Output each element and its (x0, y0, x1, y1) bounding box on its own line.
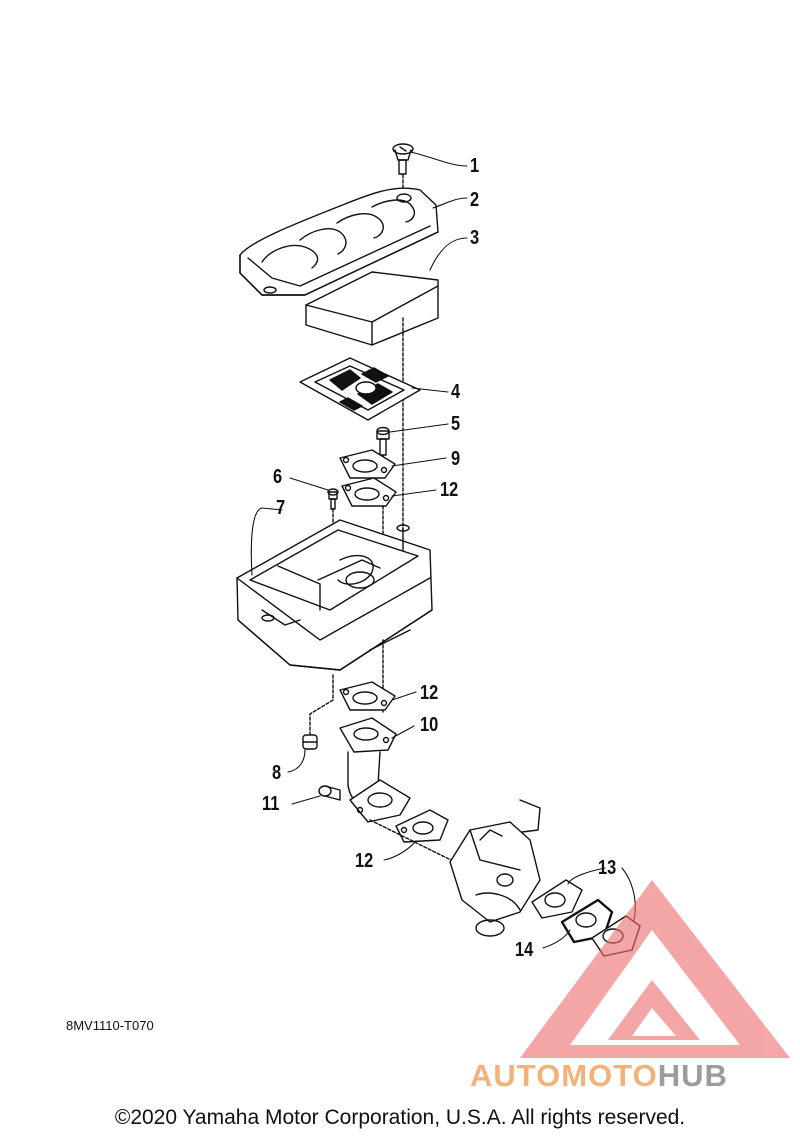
callout-2: 2 (470, 189, 480, 211)
part-4-screen (299, 357, 421, 421)
leader-lines (250, 151, 636, 949)
callout-9: 9 (451, 448, 461, 470)
callout-3: 3 (470, 227, 480, 249)
part-2-air-cleaner-cover (239, 187, 439, 296)
part-1-screw (392, 143, 414, 175)
watermark-text-part1: AUTOMOTO (470, 1058, 658, 1093)
copyright-notice: ©2020 Yamaha Motor Corporation, U.S.A. A… (114, 1106, 686, 1129)
part-11-plug (318, 785, 341, 801)
part-6-bolt (327, 488, 339, 510)
part-5-bolt (376, 426, 390, 456)
part-13-gasket (531, 879, 583, 919)
callout-8: 8 (272, 762, 282, 784)
callout-5: 5 (451, 413, 461, 435)
part-3-foam-element (305, 271, 439, 346)
callout-10: 10 (420, 714, 439, 736)
part-9-gasket (339, 449, 396, 479)
callout-13: 13 (598, 857, 617, 879)
part-12-gasket-middle (339, 681, 396, 711)
part-8-cap (302, 734, 318, 750)
callout-14: 14 (515, 939, 534, 961)
callout-12-lower: 12 (355, 850, 374, 872)
callout-7: 7 (276, 497, 286, 519)
part-10-intake-elbow (339, 717, 411, 823)
callout-12-upper: 12 (440, 479, 459, 501)
part-7-air-cleaner-case (236, 519, 433, 671)
carburetor (449, 799, 541, 937)
watermark-text: AUTOMOTOHUB (470, 1058, 728, 1094)
watermark-text-part2: HUB (657, 1058, 728, 1093)
callout-11: 11 (262, 793, 280, 815)
drawing-code: 8MV1110-T070 (66, 1018, 154, 1033)
callout-6: 6 (273, 466, 283, 488)
watermark-logo (520, 880, 790, 1058)
part-12-gasket-upper (341, 477, 397, 507)
callout-4: 4 (451, 381, 461, 403)
callout-12-middle: 12 (420, 682, 439, 704)
part-14-spacer (560, 898, 614, 944)
part-12-gasket-lower (395, 809, 449, 843)
callout-1: 1 (470, 155, 480, 177)
